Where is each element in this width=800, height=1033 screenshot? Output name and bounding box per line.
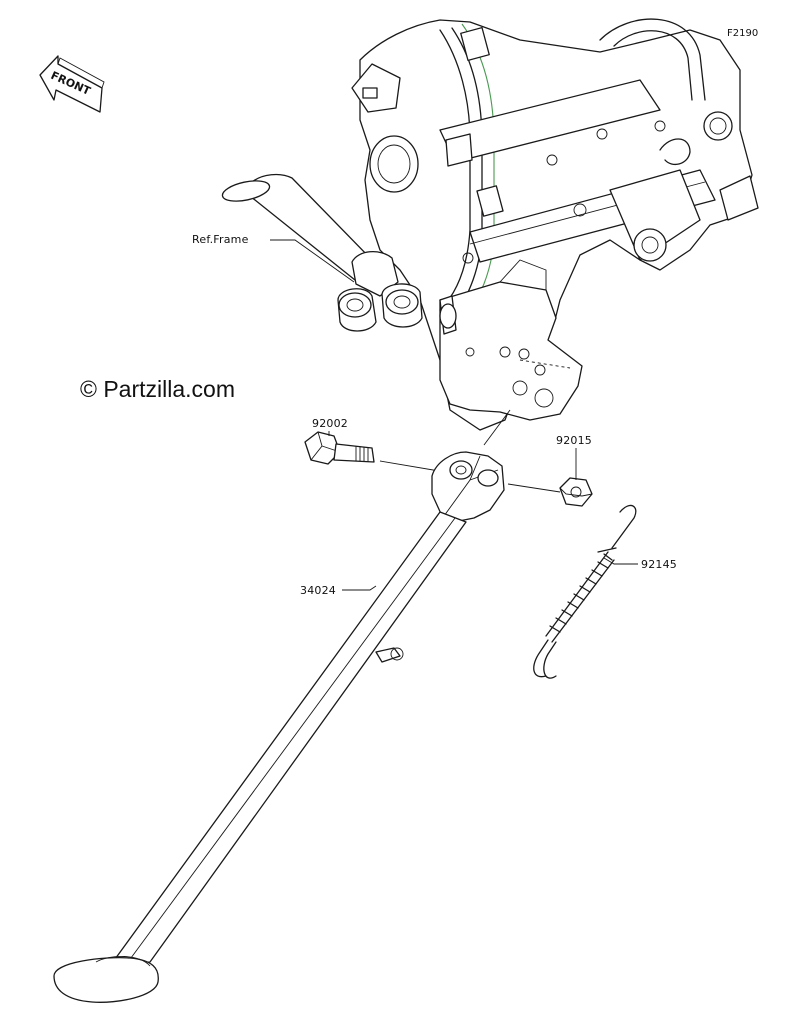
spring-92145 bbox=[533, 504, 637, 679]
callout-stand-label: 34024 bbox=[300, 584, 336, 597]
callout-stand: 34024 bbox=[300, 584, 377, 597]
callout-nut: 92015 bbox=[556, 434, 592, 480]
nut-axis-line bbox=[507, 483, 561, 493]
bolt-92002 bbox=[304, 431, 446, 473]
stand-axis-line bbox=[483, 409, 511, 446]
callout-ref-frame: Ref.Frame bbox=[192, 233, 355, 283]
front-arrow-icon: FRONT bbox=[39, 55, 105, 113]
diagram-code: F2190 bbox=[727, 28, 758, 39]
callout-spring: 92145 bbox=[603, 557, 677, 571]
callout-nut-label: 92015 bbox=[556, 434, 592, 447]
callout-bolt-label: 92002 bbox=[312, 417, 348, 430]
callout-ref-frame-label: Ref.Frame bbox=[192, 233, 249, 246]
nut-92015 bbox=[559, 477, 593, 507]
side-stand-34024 bbox=[53, 451, 505, 1003]
callout-bolt: 92002 bbox=[312, 417, 348, 436]
frame-assembly bbox=[221, 18, 759, 431]
watermark-text: © Partzilla.com bbox=[80, 376, 235, 402]
callout-spring-label: 92145 bbox=[641, 558, 677, 571]
